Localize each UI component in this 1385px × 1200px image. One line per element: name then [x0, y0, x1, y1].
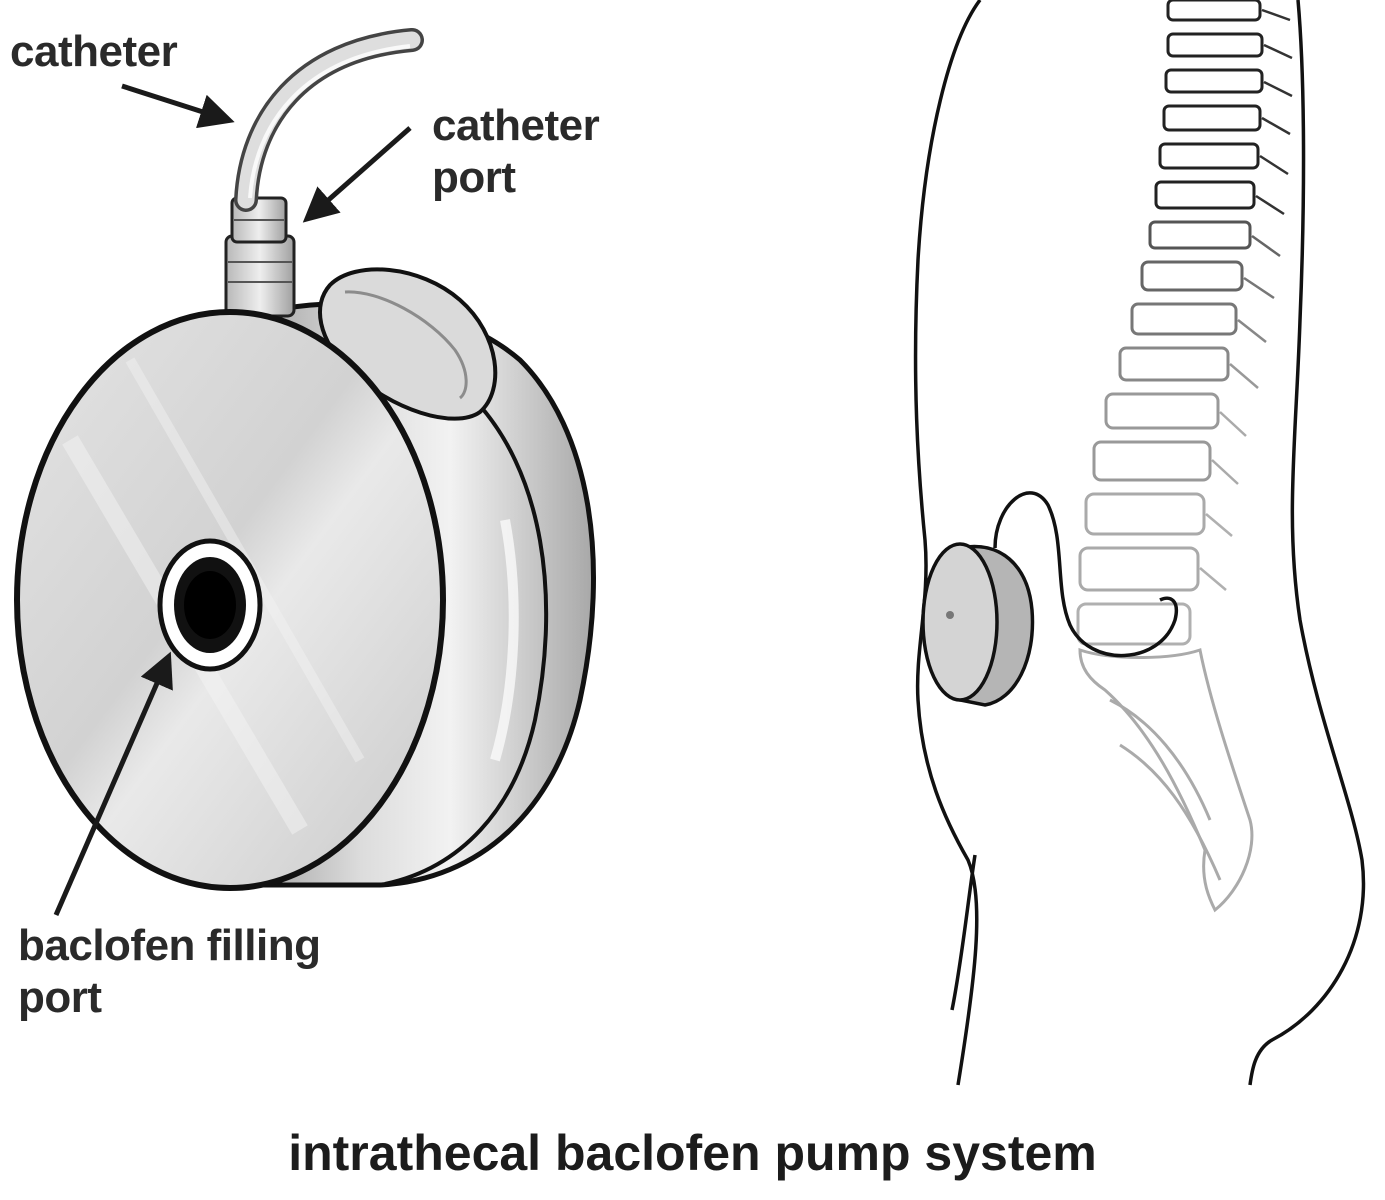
- torso-outline: [913, 0, 1366, 1086]
- catheter-arrow: [121, 83, 235, 129]
- filling-port: [157, 538, 263, 672]
- label-catheter-port-line2: port: [432, 153, 516, 202]
- catheter-port-arrow: [302, 126, 412, 223]
- implanted-pump: [921, 542, 1035, 707]
- filling-port-arrow: [53, 651, 173, 916]
- label-filling-port-line2: port: [18, 973, 102, 1022]
- implanted-catheter: [993, 491, 1178, 658]
- label-filling-port-line1: baclofen filling: [18, 921, 321, 970]
- spine: [1076, 0, 1264, 646]
- spinous-processes: [1199, 8, 1293, 591]
- label-catheter-port-line1: catheter: [432, 101, 600, 150]
- label-catheter: catheter: [10, 27, 178, 76]
- figure-caption: intrathecal baclofen pump system: [288, 1125, 1097, 1181]
- catheter-tube: [234, 28, 424, 212]
- sacrum: [1078, 647, 1254, 913]
- label-arrows: [53, 83, 412, 916]
